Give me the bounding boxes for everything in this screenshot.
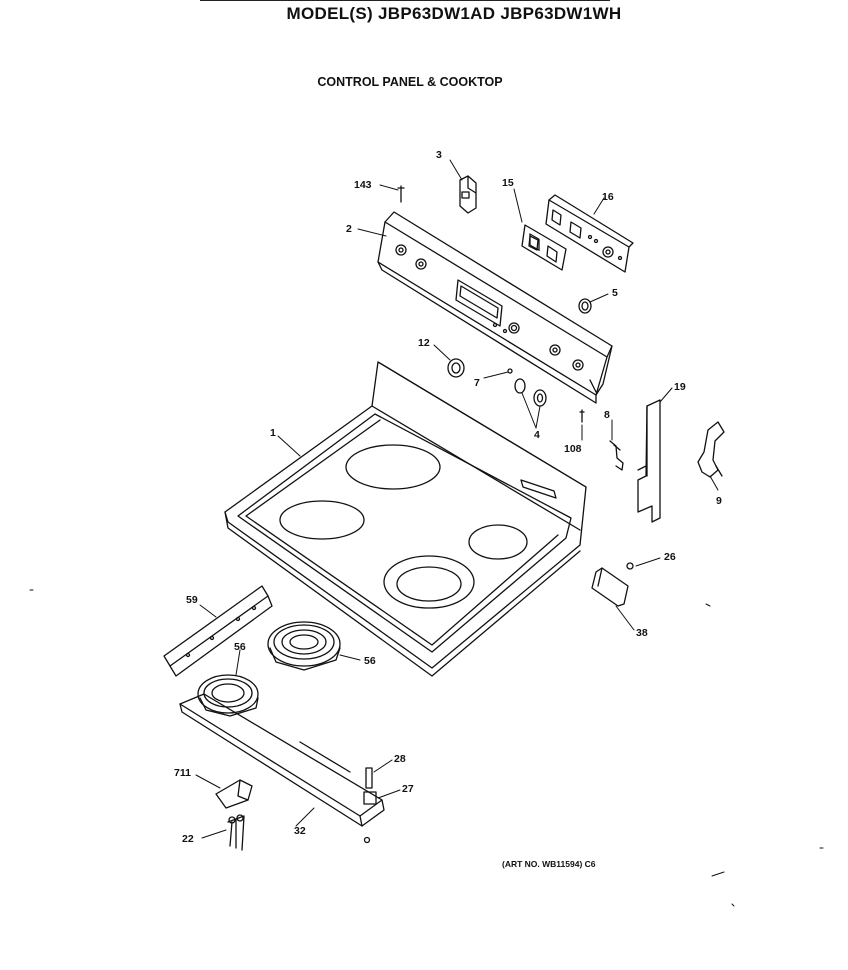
- switch-part: [459, 175, 477, 214]
- terminal-pin-part: [365, 767, 373, 789]
- screw-part: [579, 409, 585, 423]
- part-label-143: 143: [354, 179, 372, 191]
- part-label-1: 1: [270, 427, 276, 439]
- part-label-7: 7: [474, 377, 480, 389]
- screw-part: [397, 185, 405, 203]
- part-label-2: 2: [346, 223, 352, 235]
- control-board-part: [545, 194, 634, 273]
- part-labels: 3 143 15 16 2 5 12 7 4 19 8 108 1 9 26 3…: [174, 149, 722, 845]
- terminal-block-part: [363, 791, 377, 844]
- part-label-27: 27: [402, 783, 414, 795]
- part-label-16: 16: [602, 191, 614, 203]
- overlay-part: [521, 224, 567, 271]
- part-label-56-upper: 56: [364, 655, 376, 667]
- part-label-19: 19: [674, 381, 686, 393]
- knob-part: [578, 298, 592, 314]
- knob-part: [447, 358, 465, 378]
- cooktop-part: [224, 361, 587, 677]
- part-label-108: 108: [564, 443, 582, 455]
- scan-marks: [29, 589, 824, 907]
- part-label-22: 22: [182, 833, 194, 845]
- part-label-32: 32: [294, 825, 306, 837]
- part-label-5: 5: [612, 287, 618, 299]
- cover-part: [591, 567, 629, 607]
- rail-part: [163, 585, 273, 677]
- part-label-28: 28: [394, 753, 406, 765]
- model-title: MODEL(S) JBP63DW1AD JBP63DW1WH: [286, 4, 622, 23]
- burner-element-part: [267, 621, 341, 671]
- burner-element-part: [197, 674, 259, 717]
- bracket-part: [637, 399, 661, 523]
- burner-box-part: [179, 693, 385, 827]
- part-label-26: 26: [664, 551, 676, 563]
- hinge-part: [697, 421, 725, 478]
- part-label-711: 711: [174, 767, 191, 779]
- nut-part: [626, 562, 634, 570]
- art-number: (ART NO. WB11594) C6: [502, 859, 596, 869]
- part-label-56-lower: 56: [234, 641, 246, 653]
- part-label-8: 8: [604, 409, 610, 421]
- header-rule: [200, 0, 610, 1]
- part-label-38: 38: [636, 627, 648, 639]
- part-label-3: 3: [436, 149, 442, 161]
- clip-part: [215, 779, 253, 809]
- part-label-12: 12: [418, 337, 430, 349]
- part-label-4: 4: [534, 429, 540, 441]
- knob-part: [514, 378, 547, 407]
- section-title: CONTROL PANEL & COOKTOP: [317, 75, 503, 89]
- wire-harness-part: [227, 814, 245, 851]
- part-label-9: 9: [716, 495, 722, 507]
- part-label-15: 15: [502, 177, 514, 189]
- leader-lines: [195, 159, 719, 839]
- part-label-59: 59: [186, 594, 198, 606]
- control-panel-part: [377, 211, 613, 404]
- clip-part: [507, 368, 513, 374]
- wire-clip-part: [609, 440, 624, 471]
